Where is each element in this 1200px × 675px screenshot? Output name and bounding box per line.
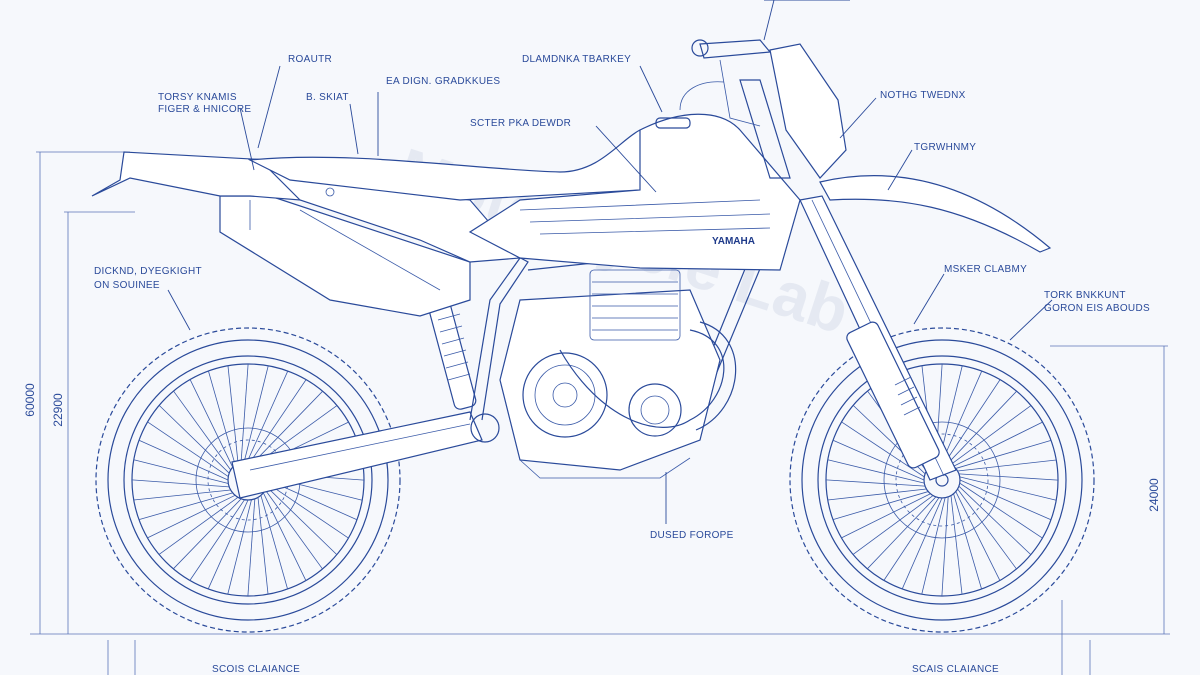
dim-right: 24000 (1147, 478, 1161, 512)
rear-spoke (133, 489, 231, 501)
swingarm (231, 411, 500, 499)
label-seat: B. SKIAT (306, 92, 349, 103)
rear-spoke (173, 498, 242, 570)
rear-spoke (158, 405, 230, 474)
rear-spoke (264, 489, 323, 570)
label-right-mid-2: GORON EIS ABOUDS (1044, 303, 1150, 314)
dim-left-outer: 60000 (23, 383, 37, 417)
engine (499, 269, 721, 479)
label-right-top: NOTHG TWEDNX (880, 90, 966, 101)
rear-spoke (131, 479, 230, 488)
rear-spoke (147, 421, 229, 477)
front-spoke (921, 497, 946, 595)
front-spoke (825, 479, 926, 487)
rear-spoke (254, 390, 323, 462)
seat (247, 129, 661, 201)
rear-spoke (138, 492, 233, 520)
rear-spoke (158, 496, 239, 555)
front-spoke (959, 482, 1043, 539)
label-rear-left-2: FIGER & HNICORE (158, 104, 251, 115)
label-engine-bottom: DUSED FOROPE (650, 530, 734, 541)
front-spoke (827, 459, 925, 484)
front-spoke (941, 496, 949, 597)
rear-spoke (173, 390, 232, 471)
rear-spoke (147, 494, 236, 539)
front-spoke (941, 370, 983, 463)
front-spoke (959, 479, 1052, 521)
front-fork (799, 195, 957, 481)
rear-spoke (244, 365, 269, 461)
rear-spoke (207, 499, 249, 590)
label-fender: TGRWHNMY (914, 142, 976, 153)
rear-spoke (189, 379, 234, 468)
front-wheel (789, 327, 1095, 633)
rear-spoke (257, 497, 269, 595)
rear-bodywork (91, 151, 522, 263)
front-spoke (950, 495, 963, 595)
front-spoke (955, 491, 1001, 581)
front-spoke (841, 493, 931, 539)
front-spoke (953, 421, 1043, 467)
handlebar-plate (679, 39, 847, 179)
front-spoke (832, 439, 925, 481)
rear-spoke (260, 495, 288, 590)
label-seat-design: EA DIGN. GRADKKUES (386, 76, 500, 87)
dim-left-inner: 22900 (51, 393, 65, 427)
rear-spoke (189, 499, 245, 581)
rear-spoke (251, 379, 307, 461)
rear-spoke (262, 492, 307, 581)
leader-lines (167, 0, 1053, 524)
rear-spoke (227, 499, 252, 595)
label-rear-top: ROAUTR (288, 54, 332, 65)
rear-spoke (266, 486, 338, 555)
rear-spoke (247, 498, 256, 597)
tank-brand: YAMAHA (712, 236, 755, 247)
rear-spoke (133, 459, 229, 484)
front-spoke (950, 405, 1032, 465)
label-top-center: DLAMDNKA TBARKEY (522, 54, 631, 65)
front-spoke (901, 497, 943, 590)
rear-spoke (208, 370, 236, 465)
front-spoke (944, 379, 1001, 463)
exhaust (219, 195, 737, 431)
right-dimension-lines (1050, 345, 1168, 675)
label-bottom-left: SCOIS CLAIANCE (212, 664, 300, 675)
front-spoke (867, 496, 937, 570)
front-spoke (852, 495, 934, 555)
rear-spoke (267, 483, 349, 539)
front-spoke (957, 488, 1017, 570)
left-dimension-lines (36, 151, 136, 675)
front-spoke (953, 493, 982, 590)
label-left-mid-1: DICKND, DYEGKIGHT (94, 266, 202, 277)
label-fork: MSKER CLABMY (944, 264, 1027, 275)
label-right-mid-1: TORK BNKKUNT (1044, 290, 1126, 301)
rear-spoke (257, 405, 338, 464)
front-spoke (957, 459, 1057, 472)
rear-spoke (227, 365, 239, 463)
label-rear-left-1: TORSY KNAMIS (158, 92, 237, 103)
front-spoke (959, 476, 1057, 501)
front-spoke (827, 488, 927, 501)
fuel-tank-shroud: YAMAHA (468, 113, 801, 271)
front-spoke (958, 473, 1059, 481)
label-left-mid-2: ON SOUINEE (94, 280, 160, 291)
front-spoke (958, 485, 1032, 555)
callout-labels: ROAUTR TORSY KNAMIS FIGER & HNICORE B. S… (94, 54, 1150, 675)
rear-spoke (138, 439, 229, 481)
label-bottom-right: SCAIS CLAIANCE (912, 664, 999, 675)
label-tank: SCTER PKA DEWDR (470, 118, 571, 129)
rear-spoke (240, 363, 249, 462)
rear-spoke (247, 370, 289, 461)
front-spoke (947, 390, 1017, 464)
front-spoke (955, 440, 1052, 469)
rear-shock (428, 299, 477, 410)
front-spoke (883, 497, 940, 581)
front-fender (819, 175, 1052, 253)
front-spoke (832, 491, 929, 520)
